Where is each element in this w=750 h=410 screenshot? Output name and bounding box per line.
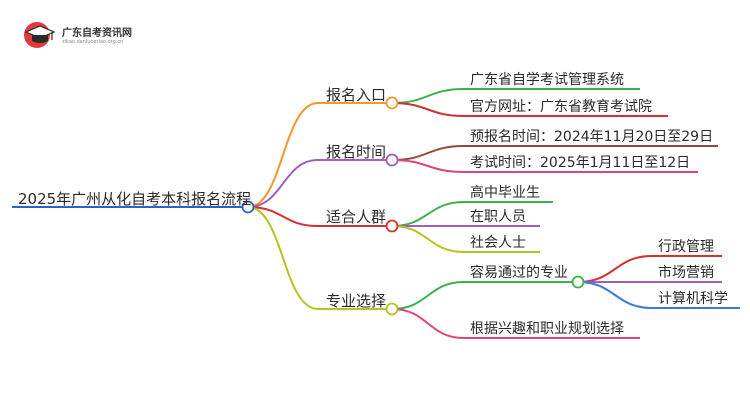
site-logo[interactable]: 广东自考资讯网 zikao.danluoerlao.org.cn bbox=[22, 20, 152, 54]
graduation-cap-icon bbox=[24, 22, 56, 48]
link-1-1 bbox=[391, 159, 465, 173]
link-root-to-0 bbox=[247, 102, 319, 208]
branch-registration-entry[interactable]: 报名入口 bbox=[326, 86, 387, 104]
node-branch-2 bbox=[385, 219, 399, 233]
leaf-major-admin-management[interactable]: 行政管理 bbox=[658, 239, 714, 255]
leaf-choose-by-interest[interactable]: 根据兴趣和职业规划选择 bbox=[470, 321, 624, 337]
branch-registration-time[interactable]: 报名时间 bbox=[326, 143, 387, 161]
root-topic[interactable]: 2025年广州从化自考本科报名流程 bbox=[18, 190, 252, 208]
link-2-0 bbox=[391, 201, 465, 227]
node-branch-0 bbox=[385, 96, 399, 110]
node-branch-1 bbox=[385, 153, 399, 167]
node-branch-3 bbox=[385, 302, 399, 316]
leaf-major-marketing[interactable]: 市场营销 bbox=[658, 265, 714, 281]
node-root bbox=[241, 200, 255, 214]
branch-target-audience[interactable]: 适合人群 bbox=[326, 208, 387, 226]
branch-major-selection[interactable]: 专业选择 bbox=[326, 292, 387, 310]
node-3-0 bbox=[571, 275, 585, 289]
site-name: 广东自考资讯网 bbox=[62, 28, 132, 39]
site-url: zikao.danluoerlao.org.cn bbox=[62, 39, 124, 45]
link-0-1 bbox=[391, 102, 465, 117]
link-0-0 bbox=[391, 88, 465, 104]
link-3-0-2 bbox=[577, 281, 653, 309]
link-1-0 bbox=[391, 145, 465, 161]
link-3-0 bbox=[391, 281, 465, 310]
link-3-0-0 bbox=[577, 255, 653, 283]
node-easy-majors[interactable]: 容易通过的专业 bbox=[470, 265, 568, 281]
link-root-to-3 bbox=[247, 206, 319, 310]
leaf-general-public[interactable]: 社会人士 bbox=[470, 235, 526, 251]
leaf-major-computer-science[interactable]: 计算机科学 bbox=[658, 291, 728, 307]
leaf-official-site[interactable]: 官方网址：广东省教育考试院 bbox=[470, 99, 652, 115]
leaf-exam-time[interactable]: 考试时间：2025年1月11日至12日 bbox=[470, 155, 691, 171]
leaf-working-professionals[interactable]: 在职人员 bbox=[470, 209, 526, 225]
leaf-pre-registration-time[interactable]: 预报名时间：2024年11月20日至29日 bbox=[470, 129, 714, 145]
link-root-to-2 bbox=[247, 206, 319, 227]
link-3-1 bbox=[391, 308, 465, 339]
leaf-exam-system[interactable]: 广东省自学考试管理系统 bbox=[470, 72, 624, 88]
link-root-to-1 bbox=[247, 159, 319, 208]
link-2-2 bbox=[391, 225, 465, 253]
leaf-high-school-graduates[interactable]: 高中毕业生 bbox=[470, 185, 540, 201]
